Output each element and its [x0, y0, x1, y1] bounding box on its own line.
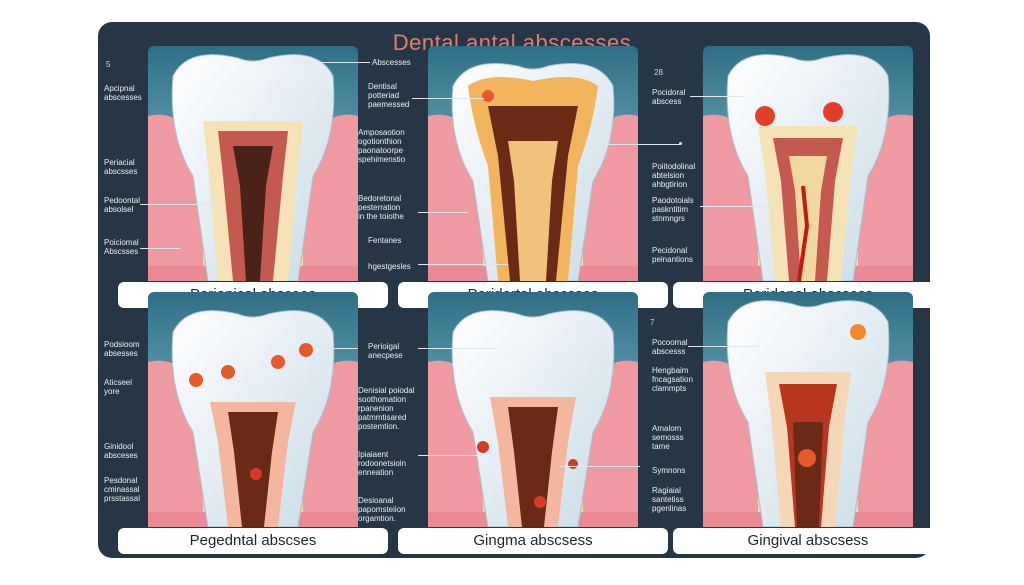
label: Dentisal potteriad paemessed [368, 82, 410, 109]
tooth-illustration [148, 46, 358, 281]
leader-dot [679, 142, 682, 145]
tooth-illustration [703, 46, 913, 281]
label: Denisial poiodal soothomation rpanenion … [358, 386, 415, 431]
leader-line [300, 62, 370, 63]
leader-line [600, 144, 680, 145]
caption: Gingival abscsess [747, 532, 869, 549]
panel-peridonal: Peridonal abscsess [673, 46, 943, 308]
label: hgestgesles [368, 262, 411, 271]
tooth-illustration [148, 292, 358, 527]
caption-bg [118, 528, 388, 554]
label: Pesdonal cminassal prsstassal [104, 476, 141, 503]
caption-bg [673, 528, 943, 554]
label: Ipiaiaent rodoonetsioin enneation [358, 450, 407, 477]
leader-line [700, 206, 772, 207]
leader-line [140, 204, 218, 205]
tooth-illustration [703, 292, 913, 527]
label: Pocoomal abscesss [652, 338, 688, 356]
leader-line [560, 466, 640, 467]
label: Amalom semosss tame [652, 424, 684, 451]
leader-line [140, 248, 180, 249]
panel-peridortal: Peridortal abscsses [398, 46, 668, 308]
leader-line [412, 98, 484, 99]
label: Pecidonal peinantions [652, 246, 693, 264]
leader-line [418, 455, 482, 456]
leader-line [688, 346, 758, 347]
caption: Pegedntal abscses [189, 532, 317, 549]
leader-line [418, 348, 498, 349]
label: Bedoretonal pesterration in the toiothe [358, 194, 404, 221]
caption-bg [398, 528, 668, 554]
label: Fentanes [368, 236, 402, 245]
label: Desioanal papomsteiion orgamtion. [358, 496, 406, 523]
caption: Gingma abscsess [473, 532, 593, 549]
label: Perioigal anecpese [368, 342, 403, 360]
leader-line [418, 264, 508, 265]
label: Pocidoral abscess [652, 88, 686, 106]
label: Periacial abscsses [104, 158, 138, 176]
panel-periapical: Periapical abscees [118, 46, 388, 308]
step-number: 7 [650, 318, 655, 327]
label: Paodotoials paskntitim stnmngrs [652, 196, 694, 223]
step-number: 28 [654, 68, 663, 77]
label: Amposaotion ogotionthion paonatoorpe spe… [358, 128, 406, 164]
label: Apcipnal abscesses [104, 84, 142, 102]
label: Pedoontal absolsel [104, 196, 141, 214]
step-number: 5 [106, 60, 111, 69]
label: Hengbaim fncagsation clammpts [652, 366, 693, 393]
label: Symnons [652, 466, 686, 475]
label: Poiciomal Abscsses [104, 238, 139, 256]
label: Poiitodolinal abtelsion ahbgtirion [652, 162, 696, 189]
panel-pegedntal: Pegedntal abscses [118, 292, 388, 554]
tooth-illustration [428, 292, 638, 527]
panel-gingma: Gingma abscsess [398, 292, 668, 554]
tooth-illustration [428, 46, 638, 281]
leader-line [418, 212, 468, 213]
leader-line [330, 348, 358, 349]
label-abscesses: Abscesses [372, 58, 411, 67]
leader-line [690, 96, 745, 97]
label: Ginidool absceses [104, 442, 138, 460]
label: Podsioom absesses [104, 340, 140, 358]
label: Ragiaial santetiss pgenlinas [652, 486, 687, 513]
panel-gingival: Gingival abscsess [673, 292, 943, 554]
label: Aticseel yore [104, 378, 133, 396]
